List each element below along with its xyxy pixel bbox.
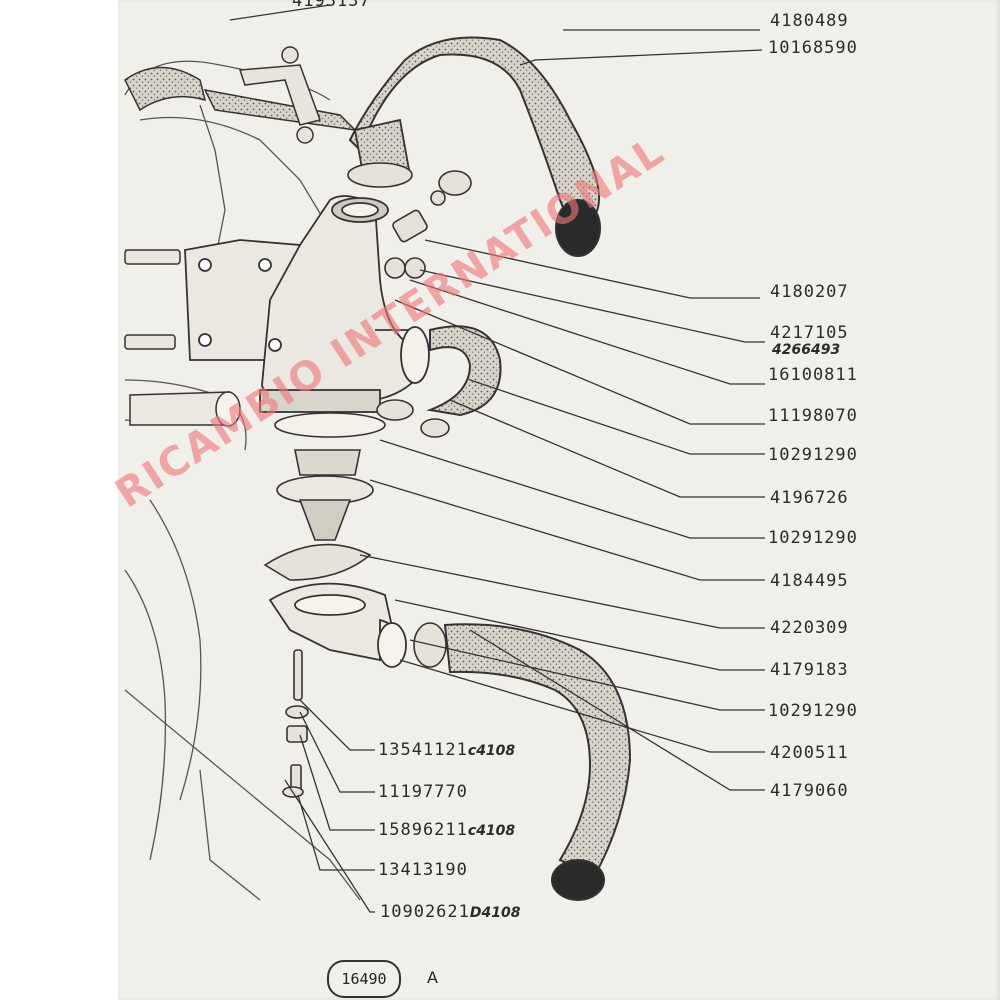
part-label-4180207: 4180207 — [770, 282, 849, 302]
upper-hose-end — [555, 199, 601, 257]
mounting-bracket — [238, 64, 321, 126]
part-label-11197770: 11197770 — [378, 782, 468, 802]
fastener-stack — [282, 649, 309, 798]
lower-outlet-housing — [268, 582, 407, 668]
part-label-4220309: 4220309 — [770, 618, 849, 638]
part-label-4179183: 4179183 — [770, 660, 849, 680]
upper-pipe-left — [124, 66, 207, 112]
bypass-elbow-hose — [426, 325, 502, 417]
part-label-4200511: 4200511 — [770, 743, 849, 763]
leader-lines — [229, 4, 765, 913]
part-number-13541121: 13541121 — [378, 740, 468, 760]
part-label-4184495: 4184495 — [770, 571, 849, 591]
figure-number-badge: 16490 — [327, 960, 401, 998]
part-note-c4108-a: c4108 — [467, 743, 516, 759]
bypass-hose-clamp — [376, 399, 414, 421]
thermostat-housing — [184, 195, 430, 413]
figure-number: 16490 — [341, 970, 387, 988]
bracket-nut — [296, 126, 314, 144]
breather-fitting — [392, 190, 446, 243]
part-label-10902621: 10902621D4108 — [380, 904, 520, 921]
part-label-4196726: 4196726 — [770, 488, 849, 508]
thermostat-gasket — [263, 543, 372, 581]
part-note-4266493: 4266493 — [772, 342, 841, 358]
upper-pipe-run — [203, 88, 358, 132]
part-label-16100811: 16100811 — [768, 365, 858, 385]
part-label-13541121: 13541121c4108 — [378, 742, 515, 759]
part-note-c4108-b: c4108 — [467, 823, 516, 839]
part-label-10291290-c: 10291290 — [768, 701, 858, 721]
cropped-top-part-label: 4193137 — [292, 0, 371, 11]
bypass-hose-clamp-2 — [420, 418, 450, 438]
part-label-13413190: 13413190 — [378, 860, 468, 880]
thermostat-valve — [276, 449, 374, 541]
part-label-10291290-b: 10291290 — [768, 528, 858, 548]
housing-nut — [384, 257, 426, 279]
block-studs — [124, 249, 181, 350]
figure-variant: A — [427, 968, 438, 987]
part-label-15896211: 15896211c4108 — [378, 822, 515, 839]
part-label-4180489: 4180489 — [770, 11, 849, 31]
part-number-15896211: 15896211 — [378, 820, 468, 840]
part-label-11198070: 11198070 — [768, 406, 858, 426]
hose-clamps-upper — [347, 162, 472, 196]
part-number-10902621: 10902621 — [380, 902, 470, 922]
gasket-upper — [274, 412, 386, 438]
part-note-d4108: D4108 — [469, 905, 521, 921]
part-label-4217105: 4217105 — [770, 323, 849, 343]
part-label-4179060: 4179060 — [770, 781, 849, 801]
lower-hose-end — [551, 859, 605, 901]
side-outlet-mouth — [215, 391, 241, 427]
bracket-bolt — [281, 46, 299, 64]
part-label-10168590: 10168590 — [768, 38, 858, 58]
part-label-10291290-a: 10291290 — [768, 445, 858, 465]
